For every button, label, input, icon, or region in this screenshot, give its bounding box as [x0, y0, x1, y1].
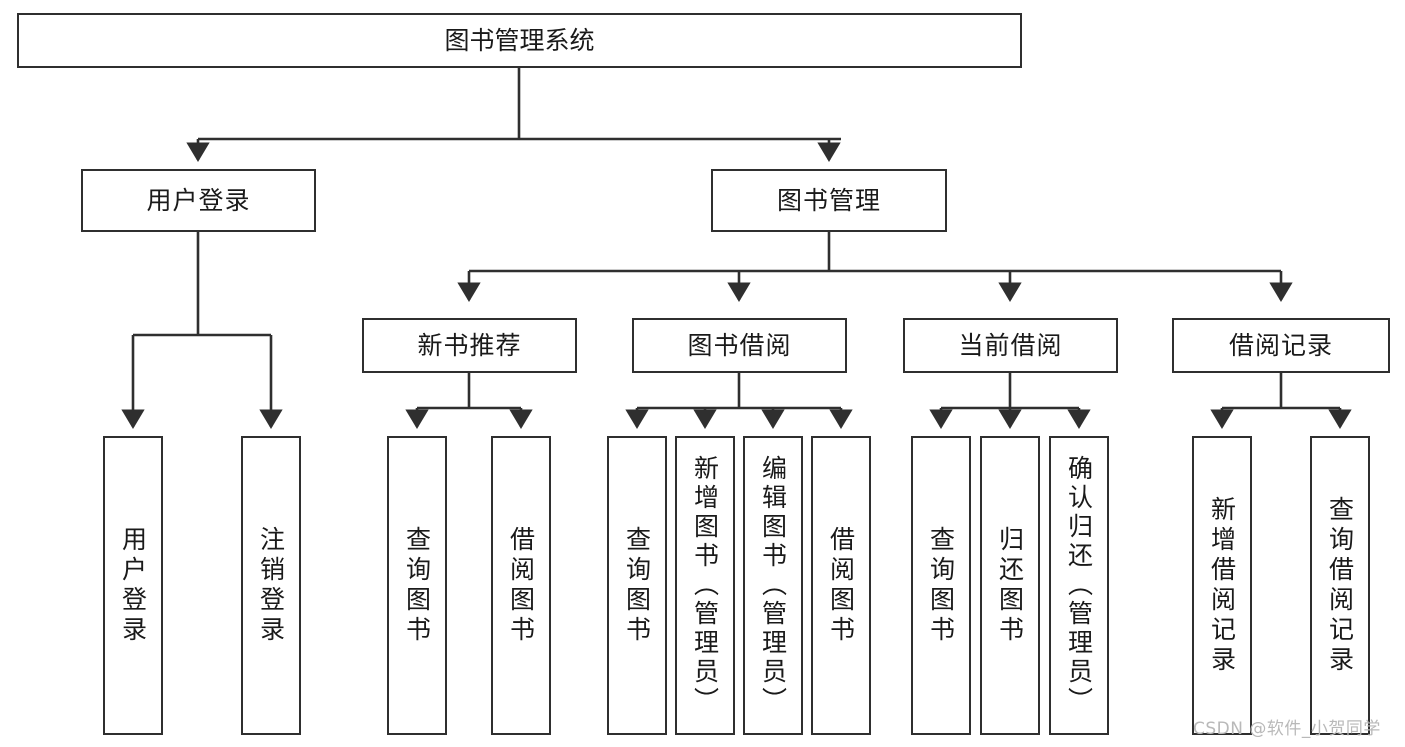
node-leaf-return-book[interactable]: 归还图书: [980, 436, 1040, 735]
node-leaf-user-login[interactable]: 用户登录: [103, 436, 163, 735]
node-leaf-query-book-borrow[interactable]: 查询图书: [607, 436, 667, 735]
node-leaf-borrow-book[interactable]: 借阅图书: [811, 436, 871, 735]
node-leaf-confirm-return-admin[interactable]: 确认归还（管理员）: [1049, 436, 1109, 735]
node-leaf-edit-book-admin[interactable]: 编辑图书（管理员）: [743, 436, 803, 735]
node-label: 用户登录: [146, 186, 251, 215]
node-book-management[interactable]: 图书管理: [711, 169, 947, 232]
node-label: 图书管理系统: [444, 26, 595, 55]
node-label: 注销登录: [256, 525, 286, 646]
watermark-csdn: CSDN @软件_小贺同学: [1193, 719, 1381, 739]
node-current-borrow[interactable]: 当前借阅: [903, 318, 1118, 373]
node-label: 查询图书: [926, 525, 956, 646]
node-book-borrow[interactable]: 图书借阅: [632, 318, 847, 373]
node-label: 查询图书: [622, 525, 652, 646]
node-label: 借阅图书: [506, 525, 536, 646]
node-label: 新增借阅记录: [1207, 495, 1237, 676]
node-leaf-query-book-current[interactable]: 查询图书: [911, 436, 971, 735]
node-label: 新书推荐: [417, 331, 522, 360]
node-leaf-borrow-book-recommend[interactable]: 借阅图书: [491, 436, 551, 735]
node-label: 查询借阅记录: [1325, 495, 1355, 676]
node-label: 新增图书（管理员）: [690, 455, 720, 716]
node-leaf-logout[interactable]: 注销登录: [241, 436, 301, 735]
node-leaf-add-borrow-record[interactable]: 新增借阅记录: [1192, 436, 1252, 735]
node-label: 图书借阅: [687, 331, 792, 360]
node-borrow-record[interactable]: 借阅记录: [1172, 318, 1390, 373]
node-new-book-recommend[interactable]: 新书推荐: [362, 318, 577, 373]
node-leaf-query-book-recommend[interactable]: 查询图书: [387, 436, 447, 735]
node-label: 查询图书: [402, 525, 432, 646]
node-label: 当前借阅: [958, 331, 1063, 360]
node-label: 借阅图书: [826, 525, 856, 646]
node-leaf-add-book-admin[interactable]: 新增图书（管理员）: [675, 436, 735, 735]
node-label: 归还图书: [995, 525, 1025, 646]
node-label: 图书管理: [776, 186, 881, 215]
node-root-book-management-system[interactable]: 图书管理系统: [17, 13, 1022, 68]
node-user-login[interactable]: 用户登录: [81, 169, 316, 232]
node-label: 编辑图书（管理员）: [758, 455, 788, 716]
node-label: 借阅记录: [1228, 331, 1333, 360]
node-leaf-query-borrow-record[interactable]: 查询借阅记录: [1310, 436, 1370, 735]
node-label: 用户登录: [118, 525, 148, 646]
node-label: 确认归还（管理员）: [1064, 455, 1094, 716]
